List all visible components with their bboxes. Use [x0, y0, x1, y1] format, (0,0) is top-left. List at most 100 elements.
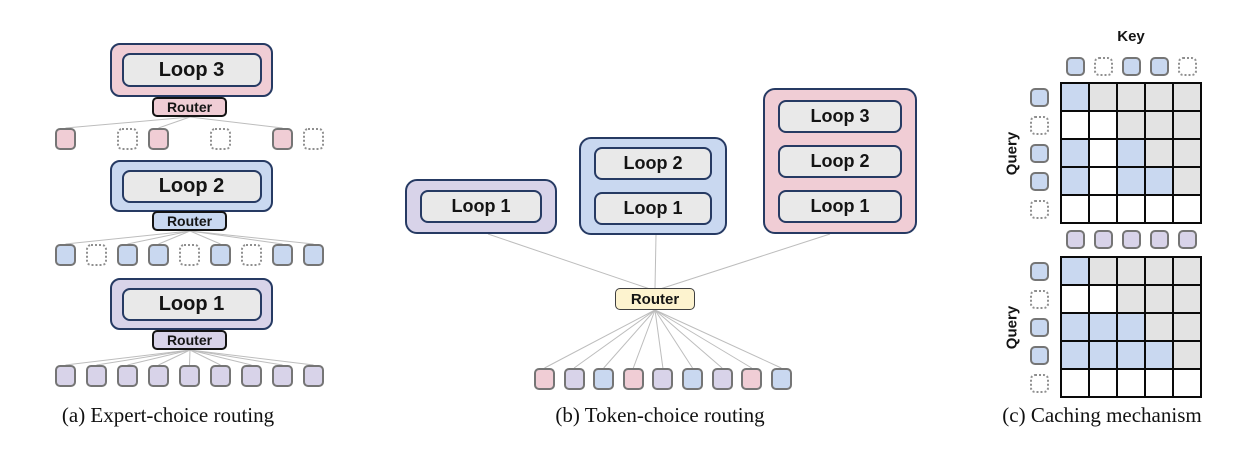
matrix-cell-gray	[1146, 84, 1172, 110]
routing-line	[189, 230, 283, 245]
routing-line	[632, 309, 656, 369]
routing-line	[654, 309, 782, 369]
matrix-cell-gray	[1146, 258, 1172, 284]
key-token	[1177, 57, 1197, 76]
matrix-cell-blue	[1146, 342, 1172, 368]
loop-box-level-2: Loop 2	[110, 160, 273, 212]
key-token	[1093, 57, 1113, 76]
matrix-cell-white	[1118, 370, 1144, 396]
token-blue	[593, 368, 615, 390]
query-axis-label-bottom: Query	[1003, 305, 1021, 350]
token-pink	[622, 368, 644, 390]
key-axis-label: Key	[1117, 28, 1145, 45]
matrix-cell-gray	[1118, 258, 1144, 284]
matrix-cell-white	[1090, 168, 1116, 194]
matrix-cell-gray	[1174, 314, 1200, 340]
routing-line	[189, 349, 221, 366]
routing-line	[189, 349, 191, 366]
key-token	[1065, 57, 1085, 76]
routing-line	[189, 349, 314, 366]
routing-line	[654, 309, 664, 369]
matrix-cell-blue	[1062, 258, 1088, 284]
loop-chip: Loop 2	[778, 144, 902, 178]
matrix-cell-white	[1090, 140, 1116, 166]
loop-label: Loop 1	[121, 287, 262, 321]
routing-line	[65, 230, 191, 245]
loop-chip: Loop 2	[594, 147, 712, 180]
token-blue	[770, 368, 792, 390]
matrix-cell-gray	[1146, 314, 1172, 340]
routing-line	[654, 309, 723, 369]
loop-label: Loop 3	[121, 53, 262, 87]
key-token	[1065, 230, 1085, 249]
expert-container-2: Loop 2 Loop 1	[579, 137, 727, 235]
caption-caching: (c) Caching mechanism	[1002, 403, 1202, 427]
query-token	[1030, 289, 1049, 309]
token-selected	[179, 365, 200, 387]
matrix-cell-gray	[1174, 286, 1200, 312]
routing-line	[158, 116, 191, 129]
routing-line	[189, 349, 283, 366]
token-selected	[303, 244, 324, 266]
token-skipped	[86, 244, 107, 266]
matrix-cell-white	[1062, 112, 1088, 138]
token-selected	[303, 365, 324, 387]
token-selected	[86, 365, 107, 387]
key-token	[1177, 230, 1197, 249]
token-selected	[272, 365, 293, 387]
token-skipped	[210, 128, 231, 150]
token-skipped	[303, 128, 324, 150]
query-axis-label-top: Query	[1003, 131, 1021, 176]
matrix-cell-blue	[1062, 168, 1088, 194]
matrix-cell-gray	[1174, 140, 1200, 166]
matrix-cell-white	[1090, 370, 1116, 396]
token-selected	[210, 244, 231, 266]
matrix-cell-gray	[1146, 286, 1172, 312]
key-token	[1149, 57, 1169, 76]
loop-chip: Loop 1	[420, 190, 542, 223]
matrix-cell-gray	[1174, 258, 1200, 284]
matrix-cell-blue	[1118, 168, 1144, 194]
routing-line	[654, 309, 693, 369]
routing-line	[189, 349, 252, 366]
token-selected	[148, 244, 169, 266]
matrix-cell-gray	[1174, 112, 1200, 138]
routing-line	[96, 349, 191, 366]
routing-line	[65, 349, 191, 366]
matrix-cell-white	[1174, 196, 1200, 222]
token-pink	[741, 368, 763, 390]
key-token	[1121, 230, 1141, 249]
matrix-cell-gray	[1146, 140, 1172, 166]
router-level-1: Router	[152, 330, 227, 350]
key-token	[1121, 57, 1141, 76]
attention-matrix-cached	[1060, 256, 1202, 398]
query-token	[1030, 143, 1049, 163]
matrix-cell-blue	[1090, 314, 1116, 340]
token-blue	[682, 368, 703, 390]
query-token	[1030, 115, 1049, 135]
token-selected	[117, 244, 138, 266]
matrix-cell-white	[1090, 196, 1116, 222]
matrix-cell-blue	[1062, 140, 1088, 166]
query-token	[1030, 199, 1049, 219]
matrix-cell-blue	[1062, 84, 1088, 110]
routing-line	[659, 233, 831, 290]
matrix-cell-white	[1118, 196, 1144, 222]
matrix-cell-gray	[1118, 84, 1144, 110]
matrix-cell-blue	[1118, 342, 1144, 368]
router-token-choice: Router	[615, 288, 695, 310]
token-selected	[55, 128, 76, 150]
expert-container-1: Loop 1	[405, 179, 557, 234]
token-skipped	[241, 244, 262, 266]
query-token	[1030, 261, 1049, 281]
routing-line	[603, 309, 656, 369]
routing-line	[544, 309, 656, 369]
loop-chip: Loop 3	[778, 99, 902, 133]
matrix-cell-white	[1062, 370, 1088, 396]
token-skipped	[117, 128, 138, 150]
matrix-cell-white	[1174, 370, 1200, 396]
token-selected	[117, 365, 138, 387]
query-token	[1030, 87, 1049, 107]
token-pink	[534, 368, 555, 390]
loop-chip: Loop 1	[778, 189, 902, 223]
